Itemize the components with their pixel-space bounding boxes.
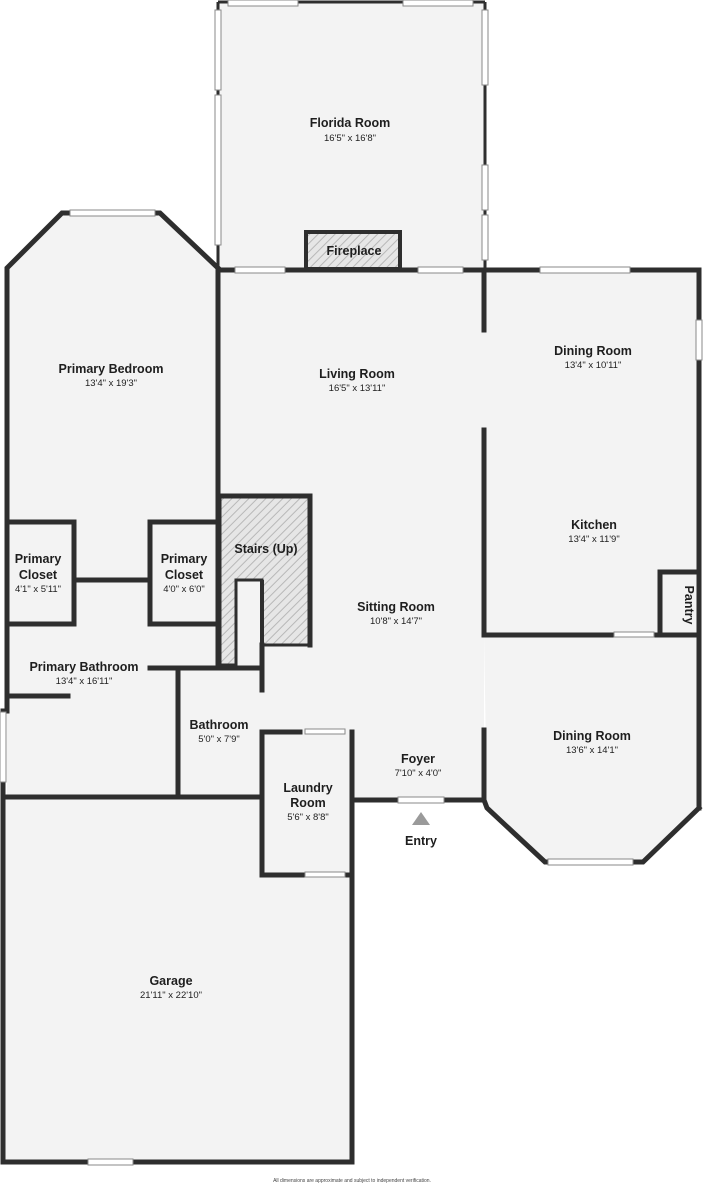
room-labels: Florida Room 16'5" x 16'8" Fireplace Pri… xyxy=(15,116,696,1184)
primary-closet-1-dims: 4'1" x 5'11" xyxy=(15,584,61,595)
primary-closet-1-name-line1: Primary xyxy=(15,552,62,566)
stairs-name: Stairs (Up) xyxy=(234,542,297,556)
bathroom-name: Bathroom xyxy=(189,718,248,732)
primary-bedroom-name: Primary Bedroom xyxy=(59,362,164,376)
primary-bathroom-name: Primary Bathroom xyxy=(29,660,138,674)
garage-dims: 21'11" x 22'10" xyxy=(140,990,202,1001)
florida-room-dims: 16'5" x 16'8" xyxy=(324,133,376,144)
dining-room-1-dims: 13'4" x 10'11" xyxy=(565,360,622,371)
stairs-hatch xyxy=(218,494,312,667)
dining-room-2-dims: 13'6" x 14'1" xyxy=(566,745,618,756)
entry-arrow-icon xyxy=(412,812,430,825)
walls xyxy=(0,210,703,1165)
kitchen-name: Kitchen xyxy=(571,518,617,532)
florida-room-name: Florida Room xyxy=(310,116,391,130)
dining-room-2-name: Dining Room xyxy=(553,729,631,743)
pantry-name: Pantry xyxy=(682,586,696,625)
florida-room-floor xyxy=(218,3,484,271)
primary-closet-1-name-line2: Closet xyxy=(19,568,58,582)
primary-closet-2-name-line2: Closet xyxy=(165,568,204,582)
fireplace-hatch xyxy=(304,230,402,271)
laundry-room-name-line1: Laundry xyxy=(283,781,332,795)
kitchen-dining-floor xyxy=(484,270,699,635)
fireplace-name: Fireplace xyxy=(327,244,382,258)
primary-closet-2-dims: 4'0" x 6'0" xyxy=(163,584,205,595)
dining-room-2-floor xyxy=(484,635,699,862)
sitting-room-dims: 10'8" x 14'7" xyxy=(370,616,422,627)
laundry-room-name-line2: Room xyxy=(290,796,325,810)
garage-floor xyxy=(3,797,353,1162)
foyer-name: Foyer xyxy=(401,752,435,766)
left-wing-floor xyxy=(7,213,218,797)
living-room-name: Living Room xyxy=(319,367,395,381)
primary-bathroom-dims: 13'4" x 16'11" xyxy=(56,676,113,687)
kitchen-dims: 13'4" x 11'9" xyxy=(568,534,619,545)
sitting-room-name: Sitting Room xyxy=(357,600,435,614)
footnote: All dimensions are approximate and subje… xyxy=(273,1178,431,1184)
garage-name: Garage xyxy=(149,974,192,988)
living-room-dims: 16'5" x 13'11" xyxy=(329,383,386,394)
primary-closet-2-name-line1: Primary xyxy=(161,552,208,566)
dining-room-1-name: Dining Room xyxy=(554,344,632,358)
laundry-room-dims: 5'6" x 8'8" xyxy=(287,812,329,823)
foyer-dims: 7'10" x 4'0" xyxy=(395,768,442,779)
entry-label: Entry xyxy=(405,834,437,848)
bathroom-dims: 5'0" x 7'9" xyxy=(198,734,240,745)
primary-bedroom-dims: 13'4" x 19'3" xyxy=(85,378,137,389)
